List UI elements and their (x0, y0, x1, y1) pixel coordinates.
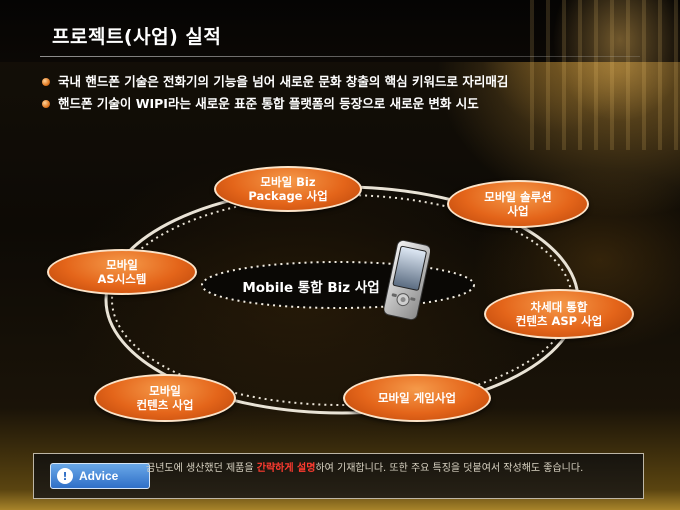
node-game: 모바일 게임사업 (343, 374, 491, 422)
header-band (0, 0, 680, 62)
node-as-system: 모바일 AS시스템 (47, 249, 197, 295)
node-contents: 모바일 컨텐츠 사업 (94, 374, 236, 422)
alert-icon: ! (57, 468, 73, 484)
bullet-dot-icon (42, 78, 50, 86)
bullet-text: 국내 핸드폰 기술은 전화기의 기능을 넘어 새로운 문화 창출의 핵심 키워드… (58, 74, 509, 89)
advice-text-highlight: 간략하게 설명 (256, 463, 316, 474)
advice-text: 금년도에 생산했던 제품을 간략하게 설명하여 기재합니다. 또한 주요 특징을… (146, 461, 636, 477)
bullet-item: 국내 핸드폰 기술은 전화기의 기능을 넘어 새로운 문화 창출의 핵심 키워드… (40, 74, 508, 96)
bullet-dot-icon (42, 100, 50, 108)
node-next-gen-asp: 차세대 통합 컨텐츠 ASP 사업 (484, 289, 634, 339)
bullet-text: 핸드폰 기술이 WIPI라는 새로운 표준 통합 플랫폼의 등장으로 새로운 변… (58, 96, 479, 111)
bullet-list: 국내 핸드폰 기술은 전화기의 기능을 넘어 새로운 문화 창출의 핵심 키워드… (40, 74, 508, 118)
node-biz-package: 모바일 Biz Package 사업 (214, 166, 362, 212)
mobile-phone-icon (384, 240, 430, 321)
advice-text-after: 하여 기재합니다. 또한 주요 특징을 덧붙여서 작성해도 좋습니다. (315, 463, 584, 474)
advice-label: Advice (79, 469, 119, 483)
advice-badge: ! Advice (50, 463, 150, 489)
title-divider (40, 56, 640, 57)
node-solution: 모바일 솔루션 사업 (447, 180, 589, 228)
background-building-image (530, 0, 680, 150)
advice-box: ! Advice 금년도에 생산했던 제품을 간략하게 설명하여 기재합니다. … (33, 453, 644, 499)
center-label: Mobile 통합 Biz 사업 (242, 280, 380, 296)
bullet-item: 핸드폰 기술이 WIPI라는 새로운 표준 통합 플랫폼의 등장으로 새로운 변… (40, 96, 508, 118)
advice-text-before: 금년도에 생산했던 제품을 (146, 463, 257, 474)
page-title: 프로젝트(사업) 실적 (52, 26, 222, 48)
